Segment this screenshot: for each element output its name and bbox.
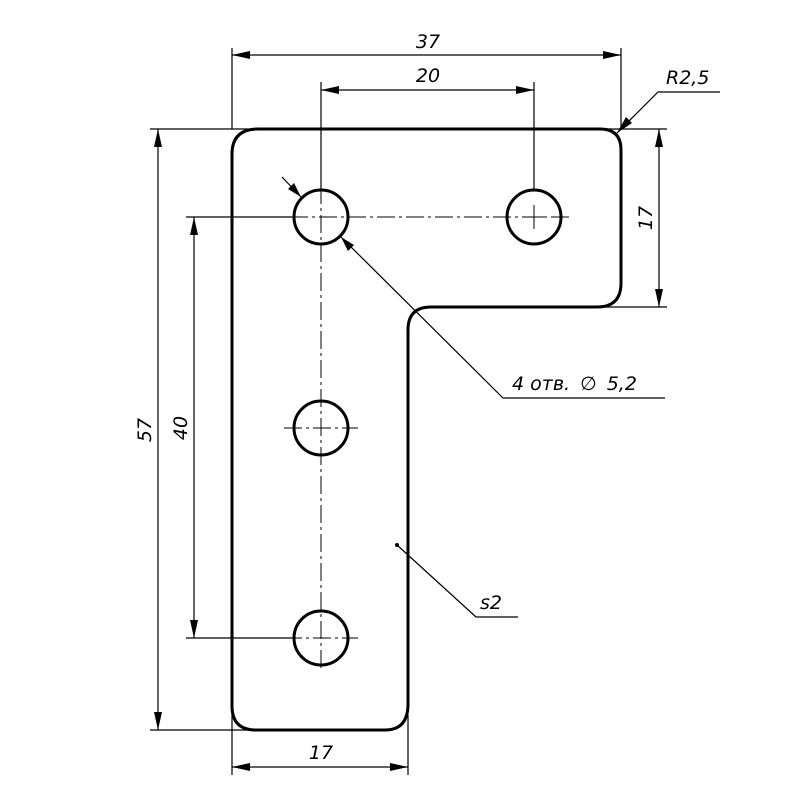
- arrow-17-right-bottom: [655, 289, 663, 307]
- arrow-17-bottom-left: [232, 763, 250, 771]
- arrow-40-bottom: [190, 620, 198, 638]
- leader-hole-callout: [340, 236, 665, 399]
- dim-text-radius: R2,5: [666, 67, 709, 89]
- dim-text-57: 57: [134, 418, 156, 442]
- dim-text-40: 40: [170, 416, 192, 440]
- arrow-57-bottom: [154, 712, 162, 730]
- arrow-hole-in: [288, 183, 301, 197]
- arrow-17-right-top: [655, 129, 663, 147]
- arrow-57-top: [154, 129, 162, 147]
- arrow-17-bottom-right: [390, 763, 408, 771]
- part-outline: [230, 127, 623, 732]
- callout-holes-text: 4 отв. ∅ 5,2: [512, 373, 637, 395]
- callout-holes-count: 4 отв.: [512, 373, 570, 395]
- arrow-20-right: [516, 86, 534, 94]
- leader-radius: [616, 91, 720, 134]
- arrow-37-right: [603, 51, 621, 59]
- thickness-note: s2: [480, 592, 502, 614]
- arrow-37-left: [232, 51, 250, 59]
- diameter-symbol-icon: ∅: [580, 373, 597, 395]
- callout-holes-diameter: 5,2: [607, 373, 637, 395]
- arrow-radius: [617, 117, 632, 133]
- arrow-20-left: [321, 86, 339, 94]
- dim-text-17-bottom: 17: [309, 742, 333, 764]
- arrow-40-top: [190, 217, 198, 235]
- leader-thickness: [396, 544, 518, 618]
- dim-text-17-right: 17: [635, 206, 657, 230]
- dim-text-37: 37: [416, 31, 440, 53]
- dim-text-20: 20: [416, 65, 440, 87]
- arrow-hole-out: [341, 237, 354, 251]
